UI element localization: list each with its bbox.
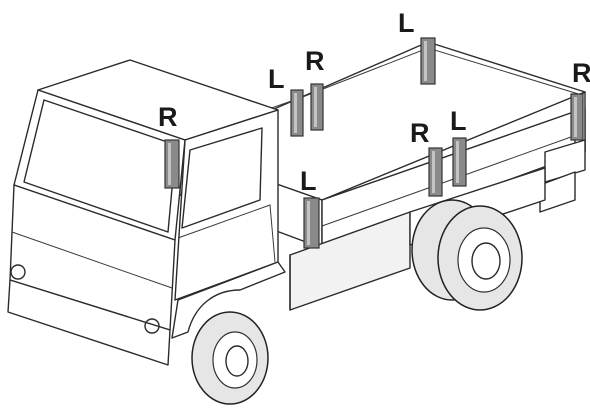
stake-posts xyxy=(164,37,584,249)
grille-line xyxy=(11,231,173,289)
windshield xyxy=(23,99,177,233)
post-highlight xyxy=(432,151,435,193)
front-bumper xyxy=(7,279,171,366)
post-mid-left xyxy=(452,137,467,187)
post-highlight xyxy=(307,201,310,245)
post-front-left-low xyxy=(303,197,320,249)
front-fender xyxy=(171,261,286,339)
post-labels: R L R L R R L L xyxy=(158,8,590,196)
post-rear-left-top xyxy=(420,37,436,85)
label-rear-left-top: L xyxy=(398,8,415,38)
label-front-left-low: L xyxy=(300,166,317,196)
label-front-right: R xyxy=(305,46,325,76)
cab-door-line xyxy=(177,204,276,263)
rear-hub xyxy=(471,242,501,280)
label-front-left: L xyxy=(268,64,285,94)
post-highlight xyxy=(294,93,297,133)
post-highlight xyxy=(314,87,317,127)
post-cab-right xyxy=(164,139,180,189)
headlight-right xyxy=(144,318,160,334)
post-highlight xyxy=(168,143,171,185)
label-mid-right: R xyxy=(410,118,430,148)
label-rear-right-top: R xyxy=(572,58,590,88)
cab xyxy=(7,59,286,405)
front-hub xyxy=(225,345,249,377)
post-highlight xyxy=(574,97,577,137)
rear-rim xyxy=(457,227,511,293)
rear-light-box xyxy=(539,171,576,213)
post-highlight xyxy=(456,141,459,183)
cab-side-window xyxy=(181,127,263,229)
post-mid-right xyxy=(428,147,443,197)
label-cab-right: R xyxy=(158,102,178,132)
rear-wheels xyxy=(411,199,523,311)
headlight-left xyxy=(10,264,26,280)
front-rim xyxy=(212,331,258,389)
post-highlight xyxy=(424,41,427,81)
label-mid-left: L xyxy=(450,106,467,136)
